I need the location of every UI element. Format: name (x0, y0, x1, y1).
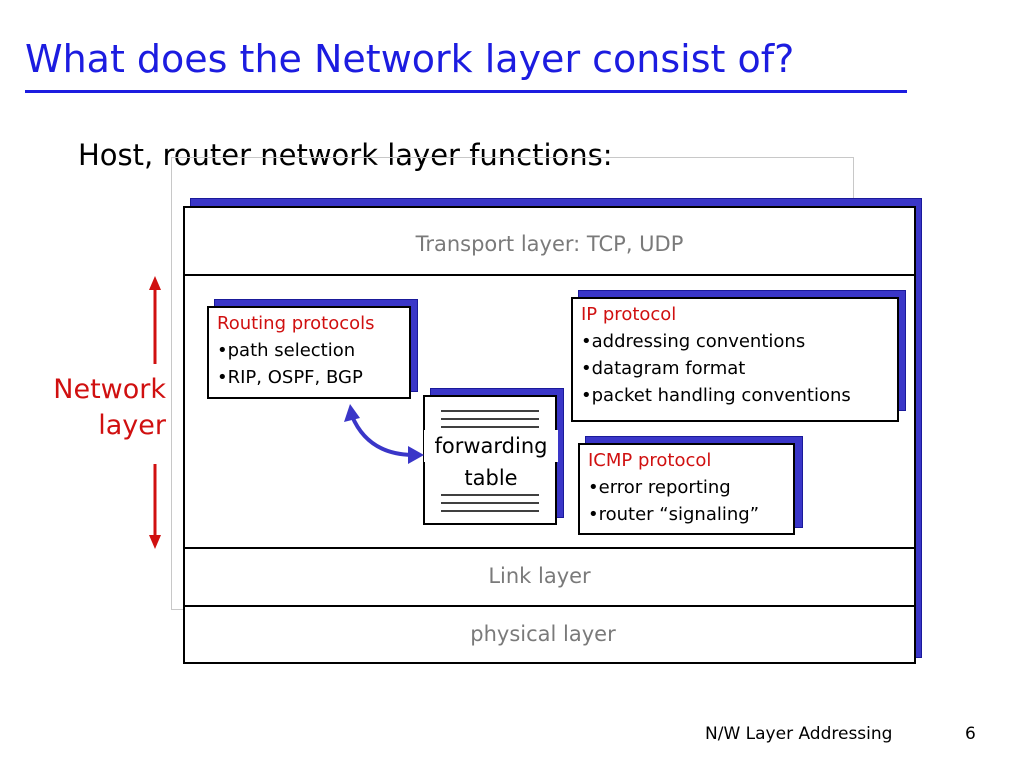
routing-to-forwarding-arrow (344, 404, 424, 464)
ip-item: •addressing conventions (581, 331, 806, 352)
slide-title: What does the Network layer consist of? (25, 37, 795, 81)
ip-item: •packet handling conventions (581, 385, 851, 406)
forwarding-table-label-line2: table (464, 466, 518, 490)
forwarding-table-label: forwarding table (424, 430, 558, 494)
physical-layer-label: physical layer (470, 622, 616, 646)
routing-item: •path selection (217, 340, 356, 361)
page-number: 6 (965, 724, 976, 744)
footer-title: N/W Layer Addressing (705, 724, 893, 744)
icmp-heading: ICMP protocol (588, 450, 712, 471)
network-layer-label-line2: layer (98, 410, 166, 441)
routing-protocols-box: Routing protocols •path selection •RIP, … (207, 306, 411, 399)
ip-item: •datagram format (581, 358, 746, 379)
transport-network-divider (183, 274, 916, 276)
network-layer-arrow (149, 276, 161, 549)
transport-layer-label: Transport layer: TCP, UDP (415, 232, 684, 256)
icmp-protocol-box: ICMP protocol •error reporting •router “… (578, 443, 795, 535)
icmp-item: •router “signaling” (588, 504, 760, 525)
network-link-divider (183, 547, 916, 549)
ip-protocol-box: IP protocol •addressing conventions •dat… (571, 297, 899, 422)
routing-heading: Routing protocols (217, 313, 375, 334)
link-layer-label: Link layer (488, 564, 591, 588)
network-layer-label-line1: Network (53, 374, 166, 405)
icmp-item: •error reporting (588, 477, 731, 498)
ip-heading: IP protocol (581, 304, 677, 325)
slide-subtitle: Host, router network layer functions: (78, 138, 613, 172)
title-underline (25, 90, 907, 93)
routing-item: •RIP, OSPF, BGP (217, 367, 363, 388)
link-physical-divider (183, 605, 916, 607)
forwarding-table-label-line1: forwarding (424, 430, 558, 462)
network-layer-label: Network layer (20, 372, 166, 444)
forwarding-table-lines (441, 410, 539, 512)
